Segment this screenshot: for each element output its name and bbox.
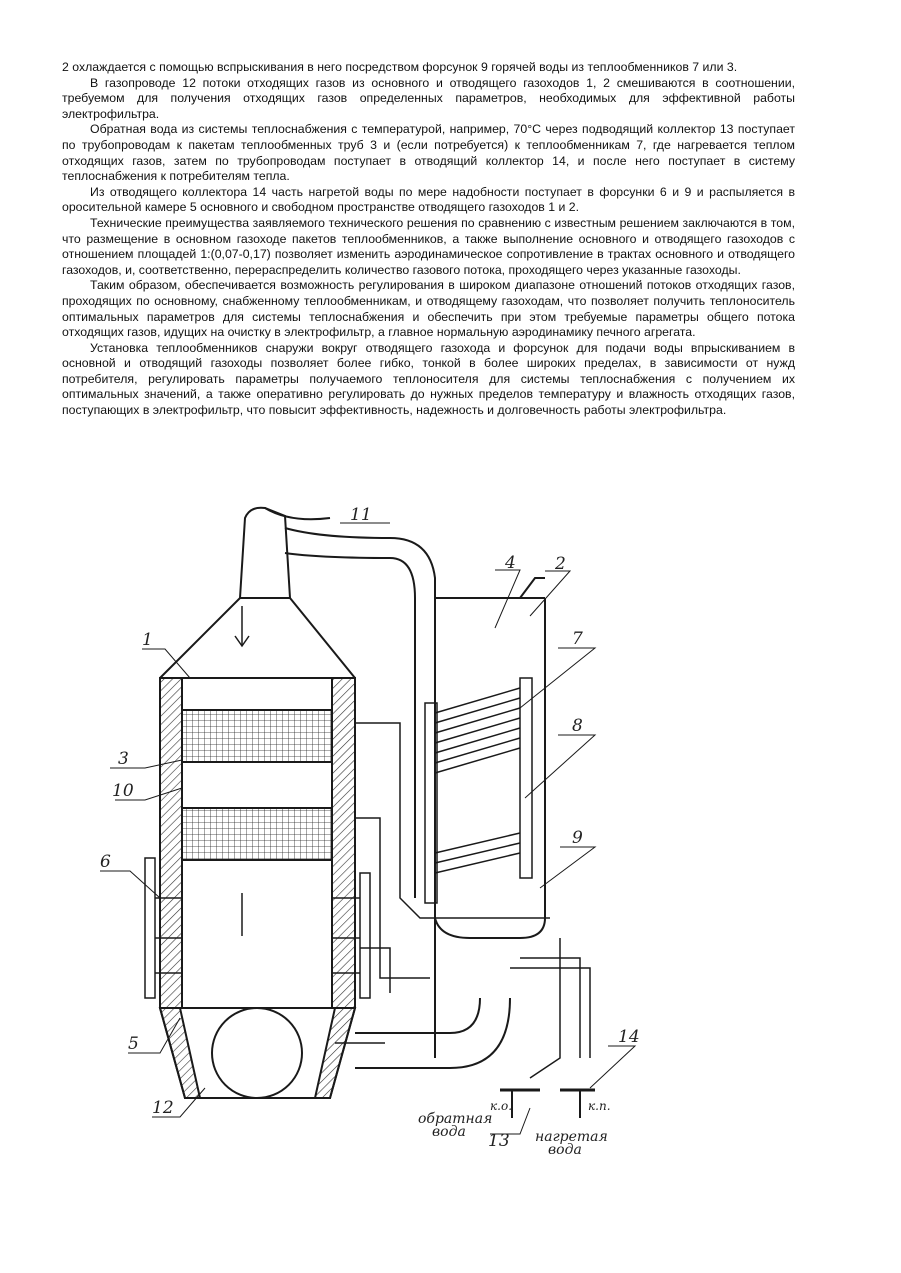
label-8: 8	[572, 716, 583, 736]
drawing-svg: 1 4 2 7 8 9 3 10 6 5 12 11 13 14 к.о. к.…	[90, 498, 690, 1168]
main-duct-cone	[160, 598, 355, 678]
label-4: 4	[504, 553, 516, 573]
paragraph-3: Обратная вода из системы теплоснабжения …	[62, 122, 795, 184]
paragraph-7: Установка теплообменников снаружи вокруг…	[62, 341, 795, 419]
heat-exchanger-3-lower	[182, 808, 332, 860]
paragraph-6: Таким образом, обеспечивается возможност…	[62, 278, 795, 340]
label-6: 6	[100, 852, 111, 872]
label-11: 11	[350, 505, 372, 525]
label-12: 12	[152, 1098, 174, 1118]
return-water-line2: вода	[432, 1124, 466, 1140]
inlet-duct-11	[240, 508, 290, 598]
heat-exchanger-3-upper	[182, 710, 332, 762]
technical-drawing: 1 4 2 7 8 9 3 10 6 5 12 11 13 14 к.о. к.…	[90, 498, 690, 1168]
paragraph-1: 2 охлаждается с помощью вспрыскивания в …	[62, 60, 795, 76]
label-14: 14	[618, 1027, 640, 1047]
body-text: 2 охлаждается с помощью вспрыскивания в …	[62, 60, 795, 419]
label-1: 1	[142, 630, 153, 650]
heat-exchanger-7	[425, 678, 532, 903]
label-10: 10	[112, 781, 134, 801]
paragraph-2: В газопроводе 12 потоки отходящих газов …	[62, 76, 795, 123]
label-kp: к.п.	[588, 1099, 611, 1113]
heated-water-line2: вода	[548, 1142, 582, 1158]
paragraph-5: Технические преимущества заявляемого тех…	[62, 216, 795, 278]
paragraph-4: Из отводящего коллектора 14 часть нагрет…	[62, 185, 795, 216]
label-9: 9	[572, 828, 583, 848]
label-7: 7	[572, 629, 583, 649]
label-3: 3	[118, 749, 129, 769]
label-ko: к.о.	[490, 1099, 512, 1113]
label-5: 5	[128, 1034, 139, 1054]
label-13: 13	[488, 1131, 510, 1151]
label-2: 2	[554, 554, 566, 574]
